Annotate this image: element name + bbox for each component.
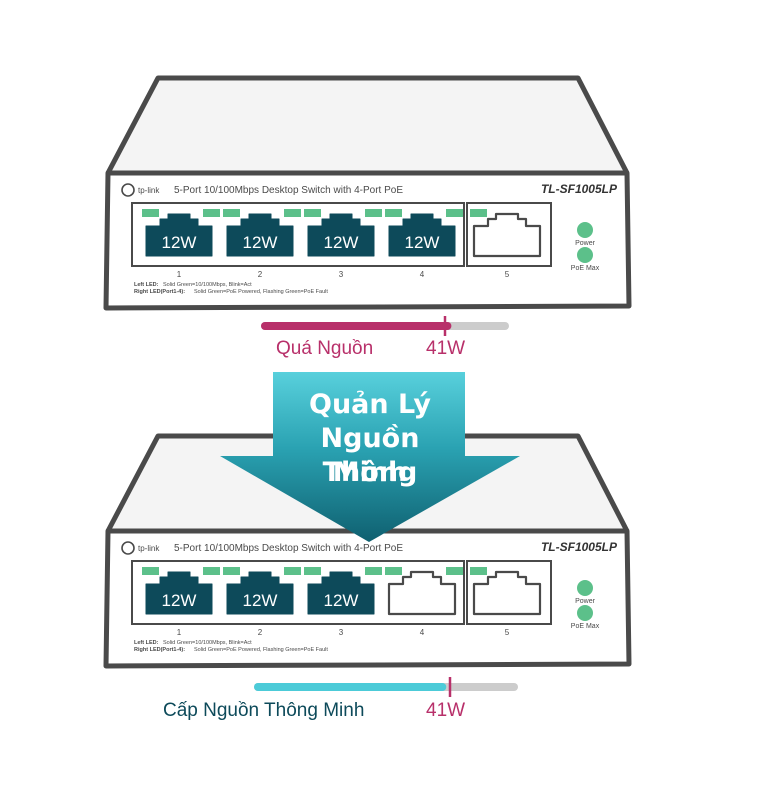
poe-max-led xyxy=(577,605,593,621)
poe-port-active xyxy=(307,571,375,615)
tp-link-logo-icon xyxy=(121,183,135,197)
port-number: 5 xyxy=(505,270,510,279)
brand-logo-text: tp-link xyxy=(138,544,160,553)
poe-port-active xyxy=(145,571,213,615)
led-left xyxy=(470,209,487,217)
port-number: 4 xyxy=(420,628,425,637)
port-power-label: 12W xyxy=(162,591,197,610)
smart-power-bar xyxy=(254,677,518,697)
model-name: TL-SF1005LP xyxy=(541,182,618,196)
port-number: 3 xyxy=(339,270,344,279)
poe-ports-frame xyxy=(131,560,465,625)
port-idle xyxy=(387,570,457,616)
overload-power-bar xyxy=(261,316,509,336)
port-number: 2 xyxy=(258,628,263,637)
tp-link-logo-icon xyxy=(121,541,135,555)
overload-label: Quá Nguồn xyxy=(276,338,374,359)
led-left xyxy=(385,209,402,217)
power-led-label: Power xyxy=(575,598,596,605)
led-right xyxy=(284,567,301,575)
led-right xyxy=(203,567,220,575)
legend-right-title: Right LED(Port1-4): xyxy=(134,647,185,653)
arrow-text-line3: Minh xyxy=(332,457,408,488)
port-idle xyxy=(472,212,542,258)
legend-left-title: Left LED: xyxy=(134,640,159,646)
led-left xyxy=(223,567,240,575)
led-right xyxy=(284,209,301,217)
legend-left-text: Solid Green=10/100Mbps, Blink=Act xyxy=(163,282,252,288)
legend-right-text: Solid Green=PoE Powered, Flashing Green=… xyxy=(194,289,328,295)
led-right xyxy=(365,567,382,575)
port-number: 2 xyxy=(258,270,263,279)
port-power-label: 12W xyxy=(324,591,359,610)
led-right xyxy=(365,209,382,217)
legend-left-text: Solid Green=10/100Mbps, Blink=Act xyxy=(163,640,252,646)
led-left xyxy=(385,567,402,575)
poe-max-led-label: PoE Max xyxy=(571,265,600,272)
poe-port-active xyxy=(226,571,294,615)
poe-max-led xyxy=(577,247,593,263)
brand-logo-text: tp-link xyxy=(138,186,160,195)
uplink-port-frame xyxy=(466,560,552,625)
led-left xyxy=(142,209,159,217)
led-left xyxy=(142,567,159,575)
led-right xyxy=(203,209,220,217)
power-led-label: Power xyxy=(575,240,596,247)
port-power-label: 12W xyxy=(324,233,359,252)
arrow-text-line2: Nguồn Thông xyxy=(320,423,420,488)
port-idle xyxy=(472,570,542,616)
poe-port-active xyxy=(226,213,294,257)
model-name: TL-SF1005LP xyxy=(541,540,618,554)
smart-power-value: 41W xyxy=(426,700,466,721)
poe-port-active xyxy=(145,213,213,257)
power-led xyxy=(577,580,593,596)
port-power-label: 12W xyxy=(162,233,197,252)
led-left xyxy=(470,567,487,575)
port-number: 1 xyxy=(177,628,182,637)
poe-port-active xyxy=(307,213,375,257)
port-power-label: 12W xyxy=(243,233,278,252)
uplink-port-frame xyxy=(466,202,552,267)
port-number: 4 xyxy=(420,270,425,279)
port-number: 5 xyxy=(505,628,510,637)
switch-description: 5-Port 10/100Mbps Desktop Switch with 4-… xyxy=(174,185,403,196)
switch-top-cover xyxy=(105,75,630,175)
port-power-label: 12W xyxy=(405,233,440,252)
port-power-label: 12W xyxy=(243,591,278,610)
led-right xyxy=(446,209,463,217)
led-left xyxy=(304,209,321,217)
port-number: 3 xyxy=(339,628,344,637)
poe-max-led-label: PoE Max xyxy=(571,623,600,630)
power-led xyxy=(577,222,593,238)
legend-right-title: Right LED(Port1-4): xyxy=(134,289,185,295)
switch-top: tp-link 5-Port 10/100Mbps Desktop Switch … xyxy=(103,75,632,311)
legend-right-text: Solid Green=PoE Powered, Flashing Green=… xyxy=(194,647,328,653)
led-left xyxy=(223,209,240,217)
poe-ports-frame xyxy=(131,202,465,267)
led-right xyxy=(446,567,463,575)
legend-left-title: Left LED: xyxy=(134,282,159,288)
poe-port-active xyxy=(388,213,456,257)
overload-value: 41W xyxy=(426,338,466,359)
port-number: 1 xyxy=(177,270,182,279)
led-left xyxy=(304,567,321,575)
down-arrow-shape xyxy=(220,372,520,542)
smart-power-label: Cấp Nguồn Thông Minh xyxy=(163,700,365,721)
switch-description: 5-Port 10/100Mbps Desktop Switch with 4-… xyxy=(174,543,403,554)
arrow-text-line1: Quản Lý xyxy=(309,389,431,420)
